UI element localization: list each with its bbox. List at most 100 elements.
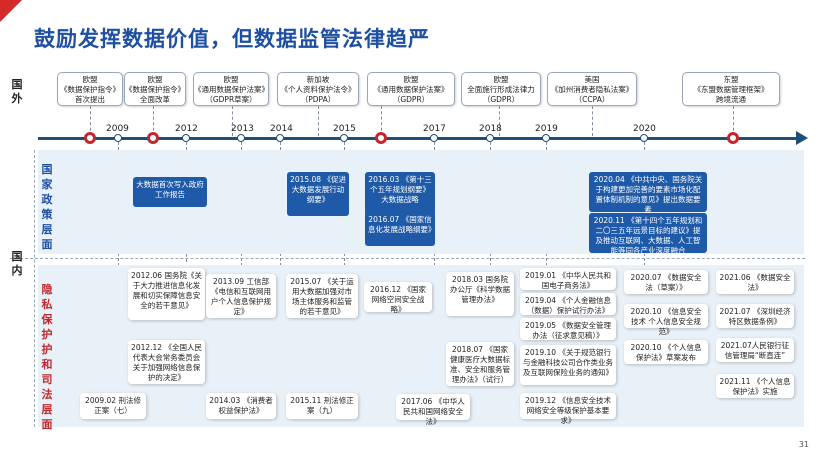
year-marker-2019 [542,134,550,142]
intl-line: （GDPR） [392,95,430,104]
priv-item-2020-10-a: 2020.10 《信息安全技术 个人信息安全规范》 [624,304,708,336]
intl-line: 美国 [584,75,600,84]
gov-item-2016-03: 2016.03 《第十三个五年规划纲要》大数据战略 [365,172,435,216]
year-marker-2015 [340,134,348,142]
year-marker-2011 [147,132,159,144]
intl-connector [90,106,91,136]
year-marker-2014 [276,134,284,142]
priv-item-2018-03: 2018.03 国务院办公厅《科学数据管理办法》 [446,272,514,316]
intl-line: 《个人资料保护法令》 [280,85,356,94]
intl-line: 欧盟 [82,75,98,84]
intl-line: 欧盟 [147,75,163,84]
gov-item-2015-08: 2015.08 《促进大数据发展行动纲要》 [287,172,349,216]
year-label-2009: 2009 [106,124,129,134]
year-marker-2009 [114,134,122,142]
gov-item-2020-04: 2020.04 《中共中央、国务院关于构建更加完善的要素市场化配置体制机制的意见… [589,172,707,214]
category-privacy-judicial: 隐私保护护和司法层面 [41,283,53,431]
priv-item-2015-11: 2015.11 刑法修正案（九） [286,393,358,419]
year-label-2018: 2018 [479,124,502,134]
foreign-label: 国 外 [10,78,24,106]
intl-line: 欧盟 [403,75,419,84]
intl-box-2018-us: 美国 《加州消费者隐私法案》 （CCPA） [547,72,637,106]
intl-line: 《加州消费者隐私法案》 [550,85,634,94]
intl-connector [381,106,382,136]
year-label-2012: 2012 [175,124,198,134]
intl-line: 《通用数据保护法案》 [373,85,449,94]
year-label-2017: 2017 [423,124,446,134]
year-marker-1995 [84,132,96,144]
intl-connector [232,106,233,136]
domestic-label-char-2: 内 [11,264,23,277]
year-label-2013: 2013 [231,124,254,134]
priv-item-2020-07: 2020.07 《数据安全法（草案）》 [624,270,708,294]
category-gov-policy: 国家政策层面 [41,163,53,251]
intl-line: 全面施行形成法律力 [467,85,535,94]
priv-item-2012-12: 2012.12 《全国人民代表大会常务委员会关于加强网络信息保护的决定》 [128,340,205,384]
gov-item-2016-07: 2016.07 《国家信息化发展战略纲要》 [365,212,436,246]
timeline-arrow-icon [796,131,808,145]
foreign-label-char-1: 国 [11,78,23,91]
priv-item-2018-07: 2018.07 《国家健康医疗大数据标准、安全和服务管理办法》（试行） [446,342,514,386]
intl-line: 欧盟 [223,75,239,84]
page-title: 鼓励发挥数据价值，但数据监管法律趋严 [34,27,430,51]
intl-line: （GDPR草案） [205,95,257,104]
intl-line: 欧盟 [493,75,509,84]
priv-item-2020-10-b: 2020.10 《个人信息保护法》草案发布 [624,340,708,364]
intl-connector [733,106,734,136]
intl-line: 《数据保护指令》 [125,85,185,94]
intl-box-2018: 欧盟 全面施行形成法律力 （GDPR） [461,72,541,106]
priv-item-2021-06: 2021.06 《数据安全法》 [716,270,794,294]
intl-line: 全面改革 [140,95,170,104]
year-label-2014: 2014 [270,124,293,134]
year-marker-2020 [640,134,648,142]
year-marker-2021 [727,132,739,144]
priv-item-2019-10: 2019.10 《关于规范银行与金融科技公司合作类业务及互联网保险业务的通知》 [520,345,616,385]
intl-box-2012: 欧盟 《通用数据保护法案》 （GDPR草案） [193,72,269,106]
intl-line: 东盟 [723,75,739,84]
gov-item-2020-11: 2020.11 《第十四个五年规划和二〇三五年远景目标的建议》提及推动互联网、大… [589,213,707,255]
domestic-divider [10,258,805,259]
priv-item-2019-04: 2019.04 《个人金融信息（数据）保护试行办法》 [520,293,616,315]
page-number: 31 [798,440,809,449]
foreign-label-char-2: 外 [11,92,23,105]
priv-item-2016-12: 2016.12 《国家网络空间安全战略》 [364,282,432,314]
intl-connector [499,106,500,136]
intl-line: 跨境流通 [716,95,746,104]
year-marker-2012 [182,134,190,142]
corner-accent [0,0,22,22]
priv-item-2021-07-b: 2021.07人民银行征信管理局“断直连” [716,338,794,362]
intl-connector [318,106,319,136]
intl-line: （PDPA） [300,95,336,104]
year-marker-2017 [430,134,438,142]
domestic-label: 国 内 [10,250,24,278]
intl-box-2012-sg: 新加坡 《个人资料保护法令》 （PDPA） [277,72,359,106]
intl-line: 首次提出 [75,95,105,104]
priv-item-2009-02: 2009.02 刑法修正案（七） [80,393,146,419]
intl-box-2021: 东盟 《东盟数据管理框架》 跨境流通 [682,72,780,106]
intl-connector [592,106,593,136]
year-marker-2013 [237,134,245,142]
domestic-label-char-1: 国 [11,250,23,263]
intl-line: 新加坡 [306,75,330,84]
year-label-2019: 2019 [535,124,558,134]
year-marker-2016 [375,132,387,144]
priv-item-2013-09: 2013.09 工信部《电信和互联网用户个人信息保护规定》 [206,274,276,318]
category-divider [34,150,35,427]
priv-item-2021-07-a: 2021.07 《深圳经济特区数据条例》 [716,304,794,328]
priv-item-2019-05: 2019.05 《数据安全管理办法（征求意见稿）》 [520,318,616,340]
year-marker-2018 [486,134,494,142]
intl-connector [153,106,154,136]
year-label-2015: 2015 [333,124,356,134]
priv-item-2019-01: 2019.01 《中华人民共和国电子商务法》 [520,268,616,290]
intl-line: 《东盟数据管理框架》 [693,85,769,94]
timeline-axis [38,137,800,140]
priv-item-2021-11: 2021.11 《个人信息保护法》实施 [716,374,794,398]
intl-box-2011: 欧盟 《数据保护指令》 全面改革 [124,72,186,106]
priv-item-2015-07: 2015.07 《关于运用大数据加强对市场主体服务和监管的若干意见》 [286,274,358,318]
priv-item-2014-03: 2014.03 《消费者权益保护法》 [206,393,276,419]
intl-line: 《通用数据保护法案》 [194,85,269,94]
intl-box-2016: 欧盟 《通用数据保护法案》 （GDPR） [367,72,455,106]
intl-line: 《数据保护指令》 [60,85,120,94]
year-label-2020: 2020 [633,124,656,134]
